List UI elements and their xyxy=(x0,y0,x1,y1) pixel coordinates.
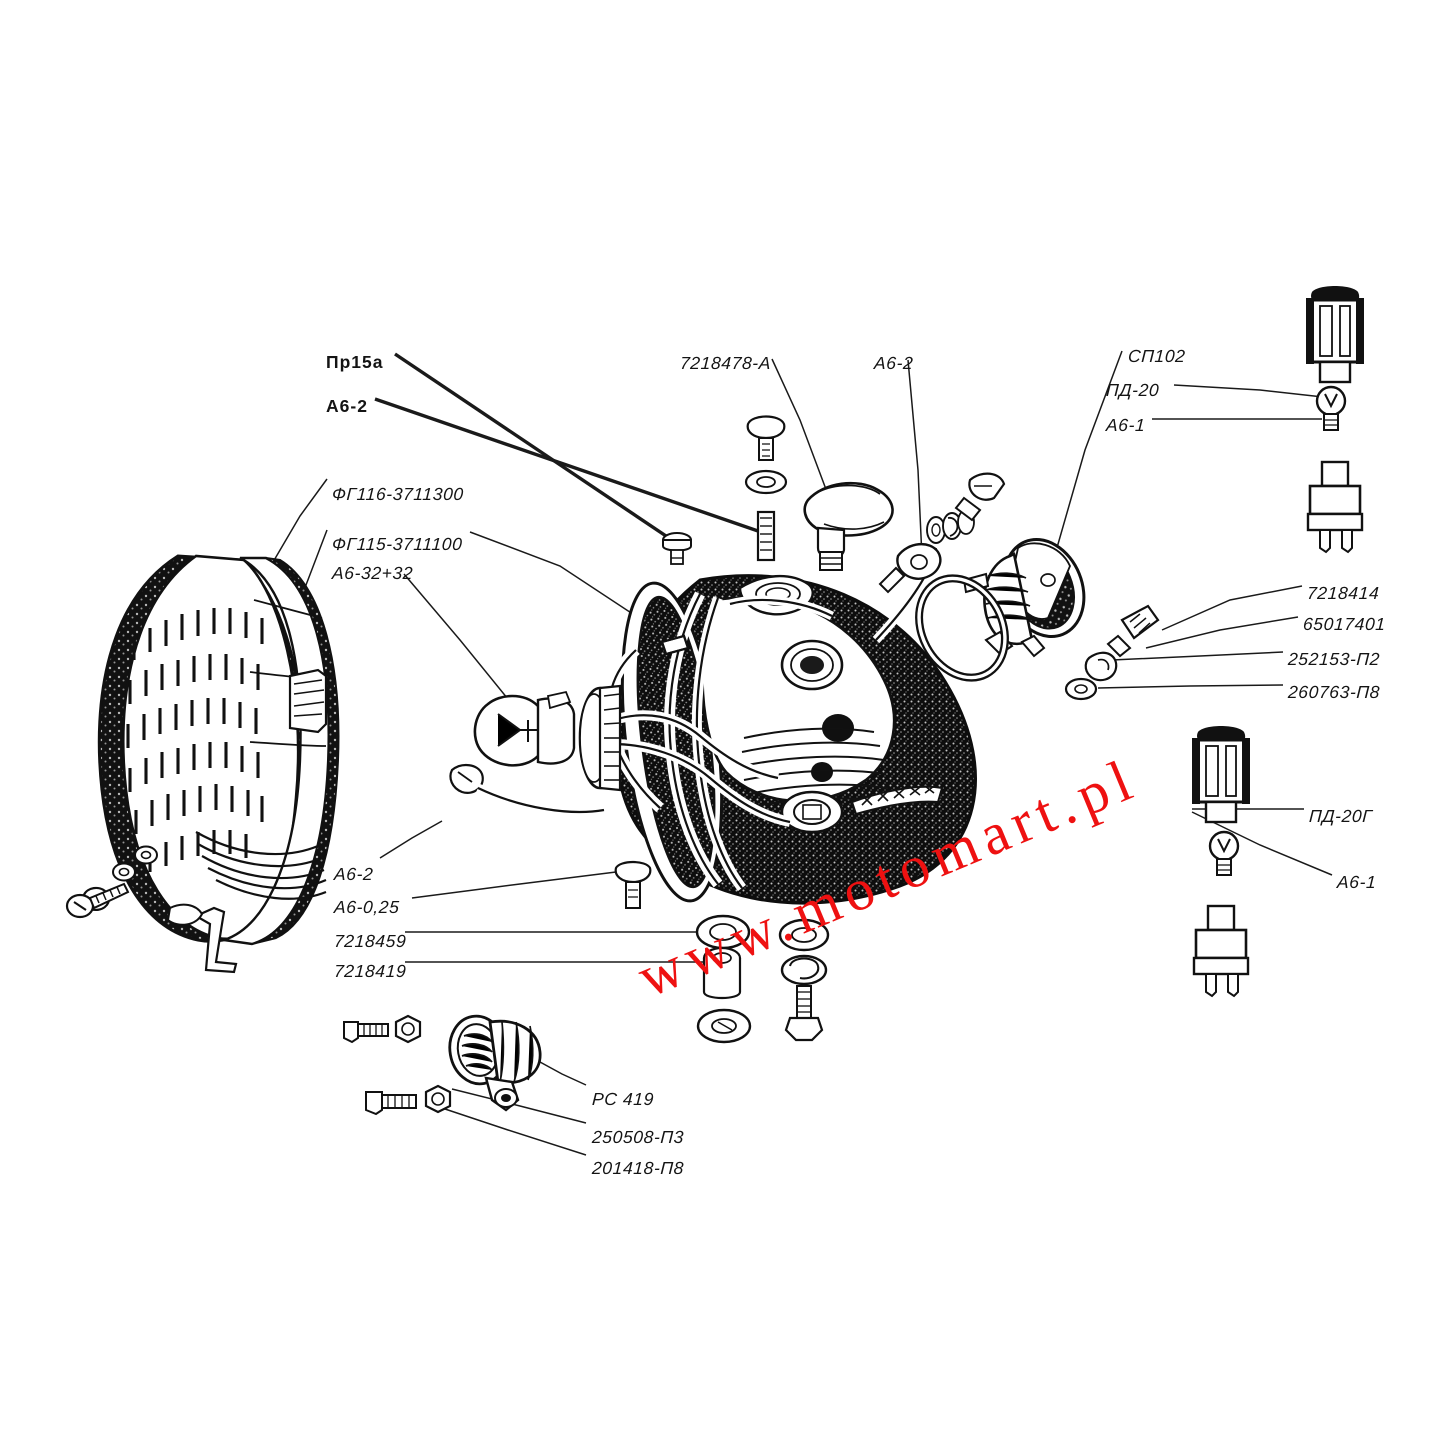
part-label-l16: А6-1 xyxy=(1336,872,1377,892)
cable-terminal xyxy=(449,764,605,817)
plain-washer xyxy=(1064,677,1098,701)
plain-washer xyxy=(744,469,788,495)
clip-washer xyxy=(1084,651,1118,682)
horn-rs419 xyxy=(448,1014,542,1112)
part-label-l21: РС 419 xyxy=(591,1089,655,1109)
indicator-lamp-lower xyxy=(1192,726,1250,824)
part-label-l3: ФГ116-3711300 xyxy=(331,484,465,504)
part-label-l20: 7218419 xyxy=(333,961,407,981)
knob-screw xyxy=(614,860,652,909)
spacer-sleeve xyxy=(756,510,776,562)
bulb-holder-ring xyxy=(578,684,622,792)
plain-washer xyxy=(695,914,751,950)
part-label-l11: 7218414 xyxy=(1306,583,1380,603)
part-label-l4: ФГ115-3711100 xyxy=(331,534,464,554)
part-label-l22: 250508-П3 xyxy=(591,1127,685,1147)
part-label-l8: СП102 xyxy=(1127,346,1187,366)
lamp-socket-lower xyxy=(1192,904,1250,998)
small-bulb xyxy=(1208,830,1240,876)
part-label-l7: А6-2 xyxy=(873,353,914,373)
knob-screw xyxy=(746,415,786,461)
lock-washer xyxy=(778,918,830,986)
hex-bolt xyxy=(343,1021,389,1044)
part-label-l17: А6-2 xyxy=(333,864,374,884)
part-label-l5: А6-32+32 xyxy=(331,563,414,583)
part-label-l18: А6-0,25 xyxy=(333,897,401,917)
part-label-l15: ПД-20Г xyxy=(1308,806,1373,826)
part-label-l14: 260763-П8 xyxy=(1287,682,1381,702)
part-label-l2: А6-2 xyxy=(326,396,368,416)
rubber-gasket-ring xyxy=(915,574,1009,682)
part-label-l12: 65017401 xyxy=(1302,614,1387,634)
part-label-l10: А6-1 xyxy=(1105,415,1146,435)
part-label-l1: Пр15а xyxy=(326,352,384,372)
slotted-screw xyxy=(65,845,158,919)
headlamp-lens-rim xyxy=(65,554,340,974)
washer-cluster xyxy=(926,509,975,544)
cable-terminal xyxy=(954,472,1006,522)
plain-washer xyxy=(696,1008,752,1044)
hex-bolt xyxy=(784,985,824,1042)
slotted-screw xyxy=(662,532,692,565)
part-label-l23: 201418-П8 xyxy=(591,1158,685,1178)
cable-terminal xyxy=(1106,604,1160,658)
main-bulb xyxy=(473,690,576,767)
hex-nut xyxy=(424,1084,452,1114)
indicator-lamp-upper xyxy=(1306,286,1364,384)
part-label-l19: 7218459 xyxy=(333,931,407,951)
part-label-l6: 7218478-А xyxy=(679,353,772,373)
lamp-socket-upper xyxy=(1306,460,1364,554)
hex-bolt xyxy=(365,1091,417,1116)
part-label-l9: ПД-20 xyxy=(1105,380,1160,400)
hex-nut xyxy=(394,1014,422,1044)
leader-lines xyxy=(265,350,1333,1156)
switch-barrel xyxy=(878,543,942,594)
spacer-sleeve xyxy=(702,946,742,1000)
small-bulb xyxy=(1315,385,1347,431)
rotary-switch-sp102 xyxy=(962,538,1086,658)
part-label-l13: 252153-П2 xyxy=(1287,649,1381,669)
toggle-switch-lever xyxy=(803,481,894,571)
